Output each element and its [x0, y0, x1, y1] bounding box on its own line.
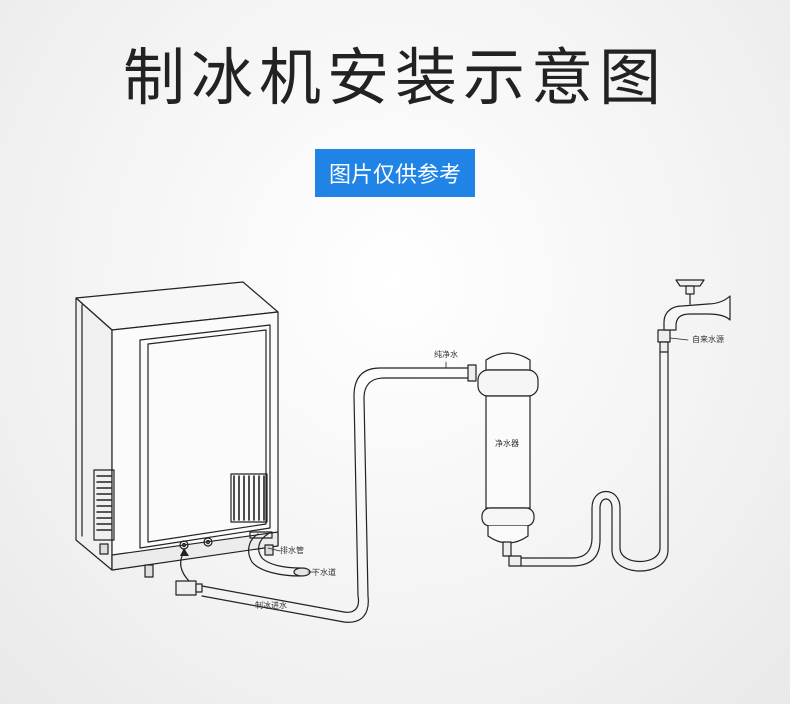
label-pure-water: 纯净水: [434, 349, 458, 359]
label-filter: 净水器: [495, 438, 519, 448]
drain-pipe: [248, 531, 311, 577]
label-sewer: 下水道: [312, 567, 336, 577]
tap-water-hose: [508, 351, 669, 572]
ice-machine: [75, 281, 279, 578]
reference-badge: 图片仅供参考: [315, 149, 475, 197]
page-title: 制冰机安装示意图: [122, 41, 667, 114]
label-ice-inlet: 制冰进水: [255, 600, 287, 610]
label-tap-water: 自来水源: [692, 334, 724, 344]
arrow-icon: [180, 548, 191, 583]
pure-water-hose: [175, 364, 477, 623]
label-drain-pipe: 排水管: [280, 545, 304, 555]
leader-lines: [267, 337, 689, 573]
faucet-icon: [657, 279, 731, 353]
water-filter: [477, 352, 539, 557]
